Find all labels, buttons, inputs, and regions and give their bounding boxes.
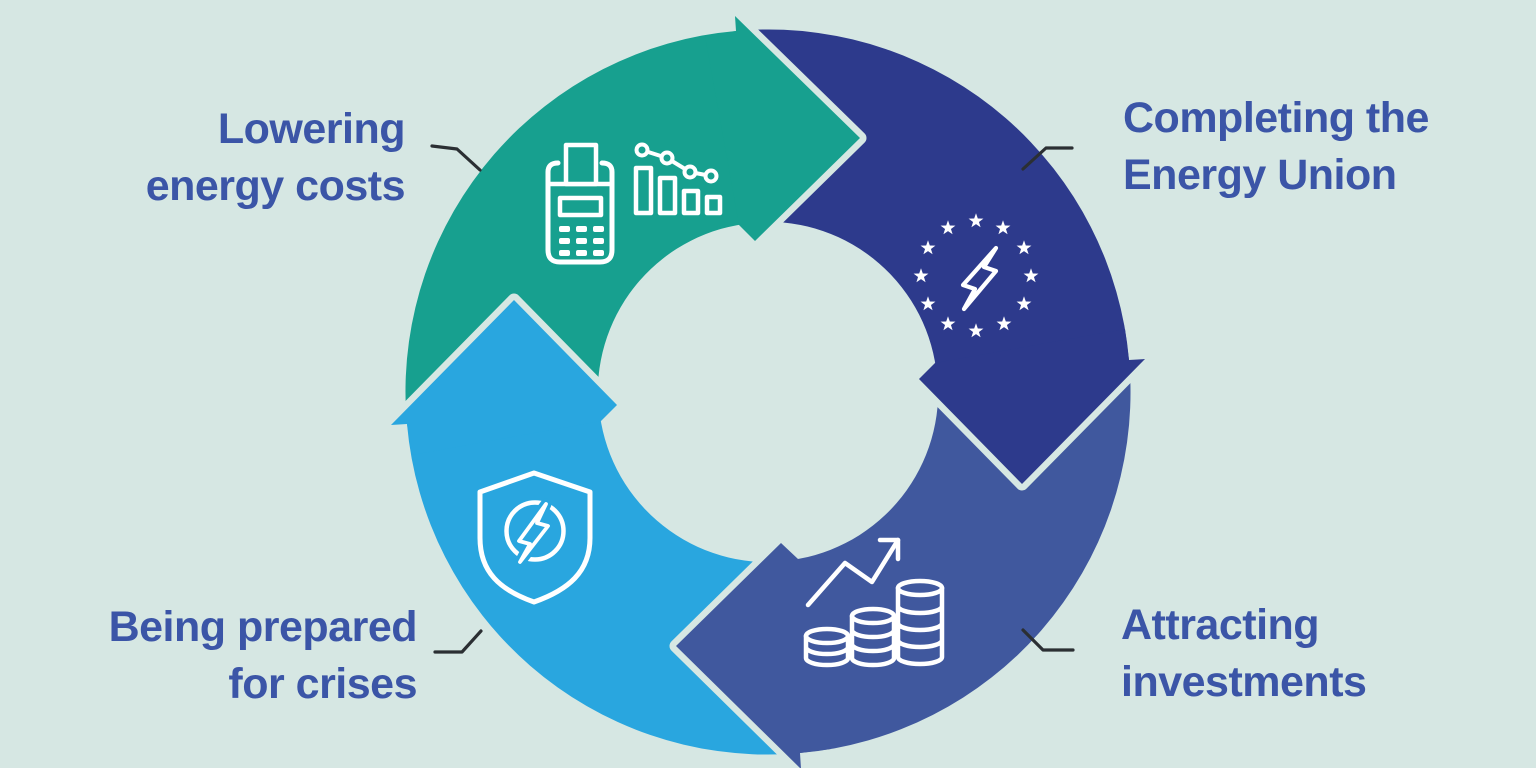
connector-line-top-right	[1021, 146, 1074, 171]
declining-bar-chart-icon	[633, 142, 723, 216]
label-lowering-energy-costs: Lowering energy costs	[60, 101, 406, 215]
label-line: Attracting	[1121, 601, 1320, 649]
label-line: Completing the	[1123, 94, 1429, 142]
label-being-prepared-for-crises: Being prepared for crises	[60, 599, 418, 713]
connector-line-top-left	[430, 144, 482, 172]
label-line: Lowering	[217, 105, 406, 153]
arrowhead-light-up	[391, 300, 617, 455]
lightning-bolt-outline	[517, 502, 550, 564]
label-line: Being prepared	[108, 603, 418, 651]
payment-terminal-icon	[545, 142, 615, 265]
label-line: investments	[1121, 658, 1367, 706]
label-completing-energy-union: Completing the Energy Union	[1123, 90, 1429, 204]
shield-lightning-icon	[477, 470, 593, 605]
label-line: for crises	[228, 660, 417, 708]
connector-line-bottom-right	[1021, 628, 1075, 652]
terminal-keypad	[559, 226, 604, 256]
coin-stacks-growth-arrow-icon	[803, 537, 945, 668]
eu-stars-lightning-icon	[913, 213, 1039, 338]
label-line: energy costs	[145, 162, 406, 210]
label-attracting-investments: Attracting investments	[1121, 597, 1367, 711]
arrowhead-dark-down	[919, 329, 1145, 484]
lightning-bolt-outline	[960, 245, 999, 312]
label-line: Energy Union	[1123, 151, 1397, 199]
arrowhead-mid-left	[676, 543, 831, 768]
arrowhead-teal-right	[705, 16, 860, 241]
connector-line-bottom-left	[433, 629, 483, 654]
